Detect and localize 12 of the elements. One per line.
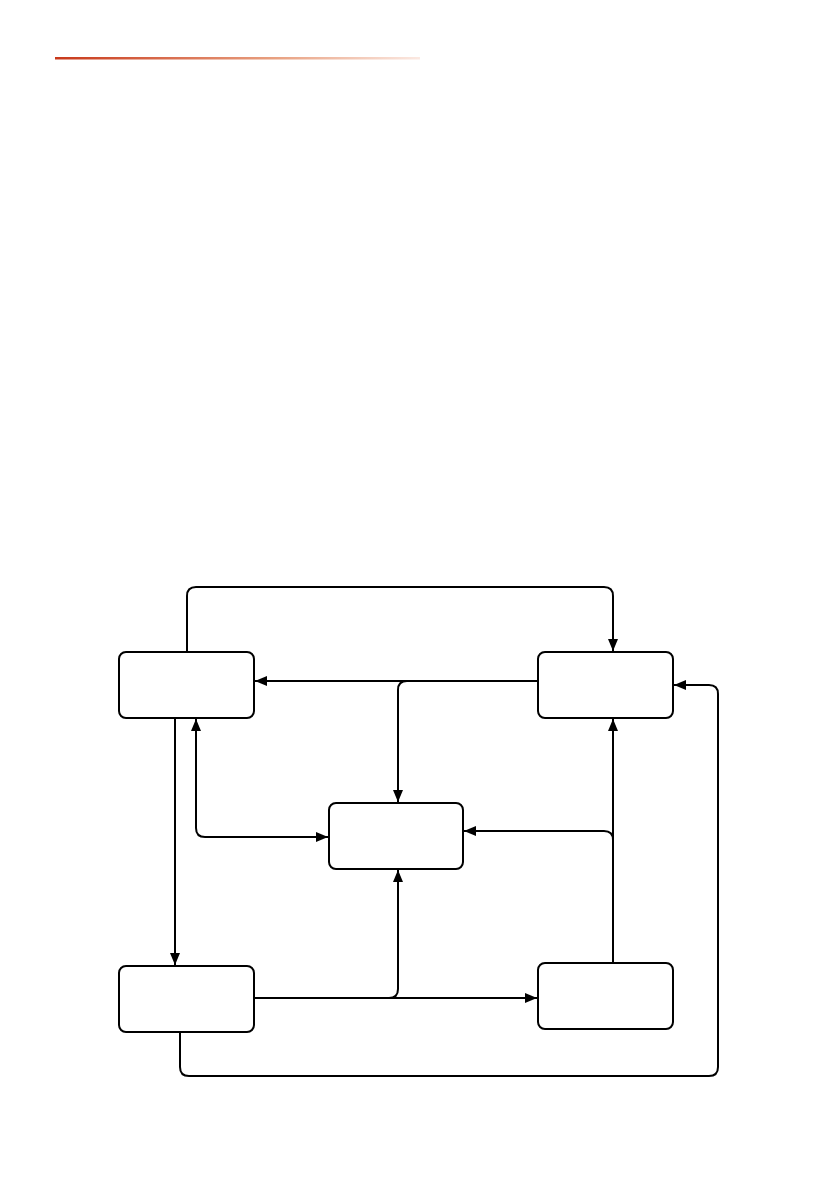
- arrow: [191, 718, 329, 842]
- arrow: [186, 586, 618, 652]
- arrow: [179, 680, 719, 1077]
- arrow: [170, 718, 180, 966]
- arrow: [393, 680, 538, 803]
- process-box: [118, 965, 255, 1033]
- process-box: [537, 651, 674, 719]
- process-box: [328, 802, 464, 870]
- arrow: [254, 869, 403, 999]
- process-box: [537, 962, 674, 1030]
- arrow: [463, 826, 614, 963]
- process-box: [118, 651, 255, 719]
